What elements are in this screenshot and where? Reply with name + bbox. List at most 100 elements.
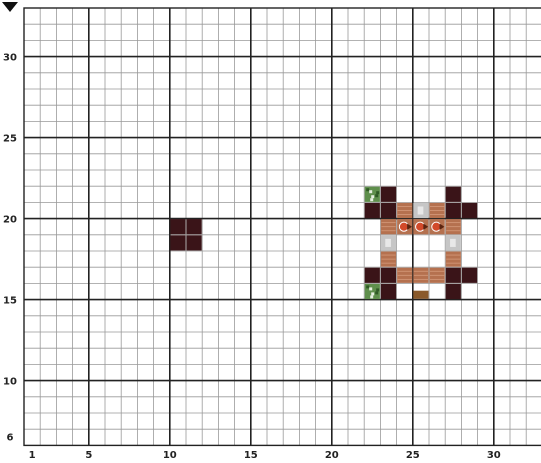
grid-cell[interactable] [56, 429, 72, 445]
grid-cell[interactable] [24, 235, 40, 251]
grid-cell[interactable] [510, 202, 526, 218]
dark-block-block[interactable] [381, 187, 396, 202]
grid-cell[interactable] [40, 251, 56, 267]
grid-cell[interactable] [56, 73, 72, 89]
grid-cell[interactable] [364, 121, 380, 137]
grid-cell[interactable] [105, 348, 121, 364]
grid-cell[interactable] [73, 413, 89, 429]
grid-cell[interactable] [24, 219, 40, 235]
grid-cell[interactable] [267, 73, 283, 89]
gray-block-block[interactable] [413, 203, 428, 218]
grid-cell[interactable] [218, 251, 234, 267]
grid-cell[interactable] [332, 138, 348, 154]
grid-cell[interactable] [316, 348, 332, 364]
grid-cell[interactable] [40, 429, 56, 445]
grid-cell[interactable] [299, 364, 315, 380]
grid-cell[interactable] [299, 73, 315, 89]
grid-cell[interactable] [332, 170, 348, 186]
grid-cell[interactable] [510, 138, 526, 154]
grid-cell[interactable] [510, 300, 526, 316]
grid-cell[interactable] [56, 57, 72, 73]
grid-cell[interactable] [461, 397, 477, 413]
grid-cell[interactable] [299, 267, 315, 283]
grid-cell[interactable] [364, 381, 380, 397]
grid-cell[interactable] [510, 251, 526, 267]
grid-cell[interactable] [348, 154, 364, 170]
grid-cell[interactable] [283, 300, 299, 316]
grid-cell[interactable] [478, 40, 494, 56]
grid-cell[interactable] [73, 397, 89, 413]
grid-cell[interactable] [154, 397, 170, 413]
grid-cell[interactable] [121, 121, 137, 137]
grid-cell[interactable] [478, 219, 494, 235]
grid-cell[interactable] [494, 57, 510, 73]
grid-cell[interactable] [364, 154, 380, 170]
grid-cell[interactable] [461, 332, 477, 348]
grid-cell[interactable] [316, 235, 332, 251]
grid-cell[interactable] [526, 381, 541, 397]
grid-cell[interactable] [494, 8, 510, 24]
grid-cell[interactable] [202, 267, 218, 283]
grid-cell[interactable] [154, 170, 170, 186]
grid-cell[interactable] [283, 348, 299, 364]
grid-cell[interactable] [510, 267, 526, 283]
grid-cell[interactable] [429, 8, 445, 24]
grid-cell[interactable] [348, 105, 364, 121]
grid-cell[interactable] [316, 283, 332, 299]
grid-cell[interactable] [202, 429, 218, 445]
grid-cell[interactable] [332, 413, 348, 429]
grid-cell[interactable] [186, 332, 202, 348]
grid-cell[interactable] [154, 235, 170, 251]
grid-cell[interactable] [461, 429, 477, 445]
grid-cell[interactable] [251, 348, 267, 364]
grid-cell[interactable] [105, 170, 121, 186]
grid-cell[interactable] [429, 283, 445, 299]
grid-cell[interactable] [121, 8, 137, 24]
grid-cell[interactable] [202, 413, 218, 429]
grid-cell[interactable] [510, 397, 526, 413]
grid-cell[interactable] [364, 170, 380, 186]
grid-cell[interactable] [56, 89, 72, 105]
grid-cell[interactable] [478, 381, 494, 397]
grid-cell[interactable] [267, 138, 283, 154]
grid-cell[interactable] [251, 300, 267, 316]
grid-cell[interactable] [413, 24, 429, 40]
grid-cell[interactable] [299, 24, 315, 40]
grid-cell[interactable] [348, 348, 364, 364]
grid-cell[interactable] [283, 121, 299, 137]
grid-cell[interactable] [251, 154, 267, 170]
grid-cell[interactable] [121, 170, 137, 186]
grid-cell[interactable] [154, 57, 170, 73]
grid-cell[interactable] [429, 397, 445, 413]
grid-cell[interactable] [121, 316, 137, 332]
grid-cell[interactable] [478, 364, 494, 380]
grid-cell[interactable] [348, 381, 364, 397]
grid-cell[interactable] [73, 283, 89, 299]
grid-cell[interactable] [24, 332, 40, 348]
grid-cell[interactable] [413, 316, 429, 332]
grid-cell[interactable] [380, 316, 396, 332]
grid-cell[interactable] [89, 105, 105, 121]
grid-cell[interactable] [429, 170, 445, 186]
grid-cell[interactable] [73, 170, 89, 186]
grid-cell[interactable] [186, 121, 202, 137]
grid-cell[interactable] [202, 283, 218, 299]
grid-cell[interactable] [510, 73, 526, 89]
grid-cell[interactable] [105, 413, 121, 429]
grid-cell[interactable] [526, 121, 541, 137]
grid-cell[interactable] [429, 316, 445, 332]
grid-cell[interactable] [397, 73, 413, 89]
grid-cell[interactable] [137, 57, 153, 73]
grid-cell[interactable] [380, 300, 396, 316]
grid-cell[interactable] [413, 154, 429, 170]
grid-cell[interactable] [154, 283, 170, 299]
grid-cell[interactable] [380, 73, 396, 89]
grid-cell[interactable] [121, 186, 137, 202]
grid-cell[interactable] [267, 24, 283, 40]
grid-cell[interactable] [316, 57, 332, 73]
grid-cell[interactable] [89, 57, 105, 73]
grid-cell[interactable] [170, 332, 186, 348]
grid-cell[interactable] [348, 138, 364, 154]
grid-cell[interactable] [461, 235, 477, 251]
grid-cell[interactable] [461, 219, 477, 235]
